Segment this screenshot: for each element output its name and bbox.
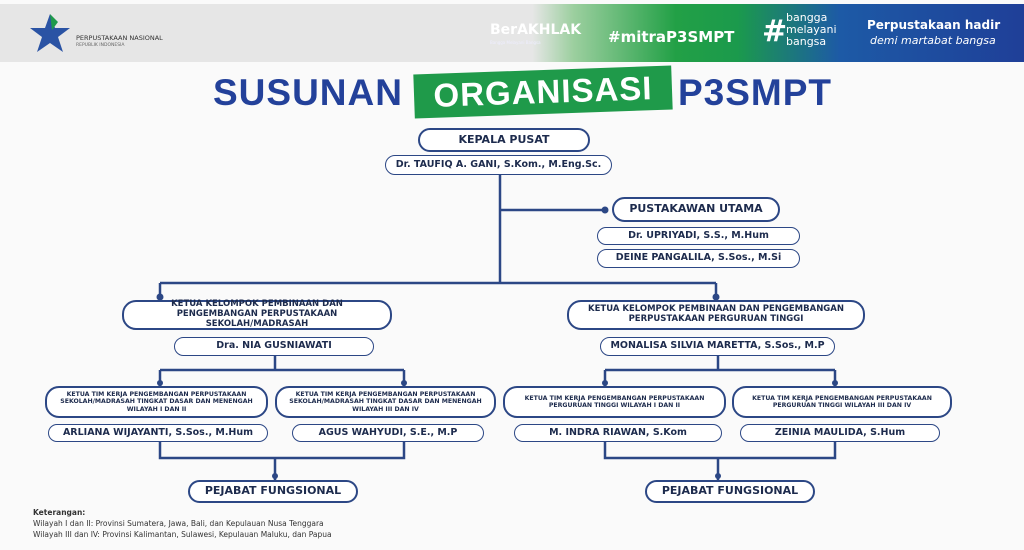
left-ketua-role: KETUA KELOMPOK PEMBINAAN DAN PENGEMBANGA… <box>122 299 392 330</box>
berakhlak-logo: BerAKHLAK <box>490 22 582 38</box>
pustakawan-name: DEINE PANGALILA, S.Sos., M.Si <box>597 249 800 268</box>
left-pejabat-fungsional: PEJABAT FUNGSIONAL <box>188 480 358 503</box>
berakhlak-sub: Bangga Melayani Bangsa <box>490 40 541 45</box>
team-role: KETUA TIM KERJA PENGEMBANGAN PERPUSTAKAA… <box>503 386 726 418</box>
team-name: ZEINIA MAULIDA, S.Hum <box>740 424 940 442</box>
left-ketua-name: Dra. NIA GUSNIAWATI <box>174 337 374 356</box>
right-ketua-role: KETUA KELOMPOK PEMBINAAN DAN PENGEMBANGA… <box>567 300 865 330</box>
title-susunan: SUSUNAN <box>213 72 403 113</box>
pustakawan-role: PUSTAKAWAN UTAMA <box>612 197 780 222</box>
bangga-line: bangga <box>786 11 828 24</box>
team-role: KETUA TIM KERJA PENGEMBANGAN PERPUSTAKAA… <box>275 386 496 418</box>
pustakawan-name: Dr. UPRIYADI, S.S., M.Hum <box>597 227 800 245</box>
bangga-slogan: bangga melayani bangsa <box>786 11 837 49</box>
right-pejabat-fungsional: PEJABAT FUNGSIONAL <box>645 480 815 503</box>
team-role: KETUA TIM KERJA PENGEMBANGAN PERPUSTAKAA… <box>732 386 952 418</box>
title-p3smpt: P3SMPT <box>678 72 833 113</box>
bangga-line: bangsa <box>786 35 827 49</box>
team-role: KETUA TIM KERJA PENGEMBANGAN PERPUSTAKAA… <box>45 386 268 418</box>
logo-subtitle: REPUBLIK INDONESIA <box>76 43 125 48</box>
slogan-sub: demi martabat bangsa <box>870 34 996 47</box>
kepala-role: KEPALA PUSAT <box>418 128 590 152</box>
notes-line: Wilayah III dan IV: Provinsi Kalimantan,… <box>33 530 332 539</box>
slogan-title: Perpustakaan hadir <box>867 18 1001 32</box>
hashtag: #mitraP3SMPT <box>608 28 735 46</box>
team-name: ARLIANA WIJAYANTI, S.Sos., M.Hum <box>48 424 268 442</box>
team-name: M. INDRA RIAWAN, S.Kom <box>514 424 722 442</box>
logo-title: PERPUSTAKAAN NASIONAL <box>76 34 163 42</box>
team-name: AGUS WAHYUDI, S.E., M.P <box>292 424 484 442</box>
hash-icon: # <box>762 14 788 49</box>
bangga-line: melayani <box>786 23 837 37</box>
star-logo-icon <box>30 14 70 52</box>
header-banner: PERPUSTAKAAN NASIONAL REPUBLIK INDONESIA… <box>0 4 1024 62</box>
notes-line: Wilayah I dan II: Provinsi Sumatera, Jaw… <box>33 519 324 528</box>
right-ketua-name: MONALISA SILVIA MARETTA, S.Sos., M.P <box>600 337 835 356</box>
kepala-name: Dr. TAUFIQ A. GANI, S.Kom., M.Eng.Sc. <box>385 155 612 175</box>
notes-heading: Keterangan: <box>33 508 86 517</box>
